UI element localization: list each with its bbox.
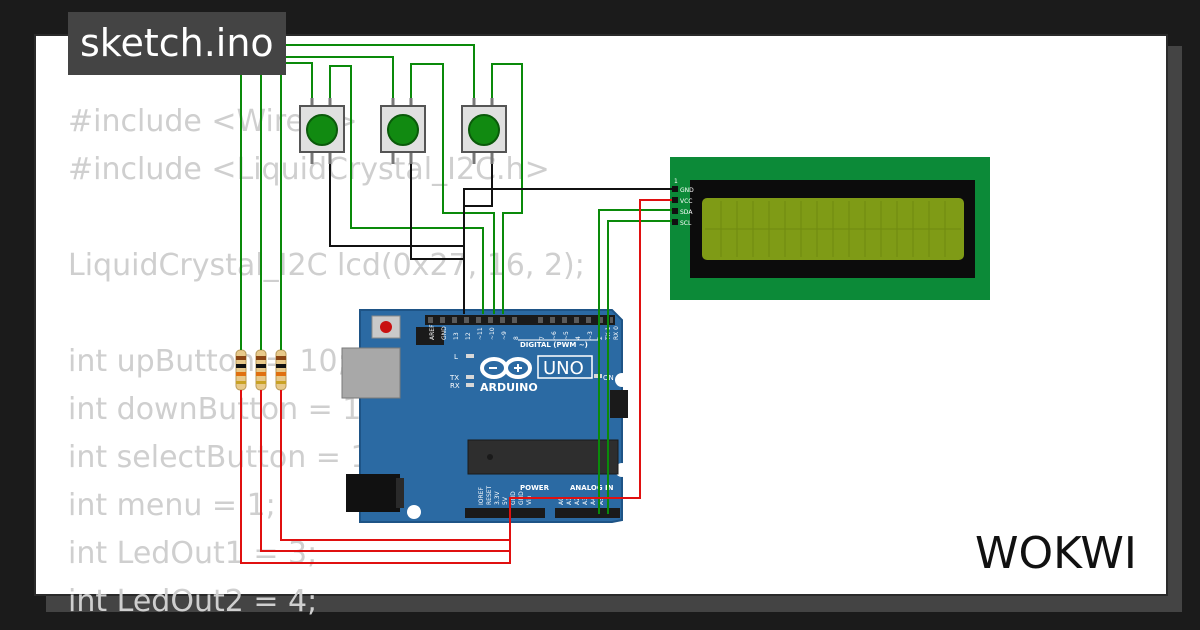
- svg-text:~11: ~11: [477, 327, 484, 340]
- svg-text:3.3V: 3.3V: [494, 490, 501, 505]
- svg-text:A0: A0: [558, 497, 565, 505]
- arduino-brand-label: ARDUINO: [480, 381, 538, 394]
- analog-label: ANALOG IN: [570, 484, 614, 492]
- push-button-select[interactable]: [461, 98, 507, 164]
- power-header: [465, 508, 545, 518]
- svg-text:GND: GND: [441, 326, 448, 340]
- svg-text:A4: A4: [590, 497, 597, 505]
- code-line: int menu = 1;: [68, 488, 276, 523]
- lcd-display[interactable]: 1 GND VCC SDA SCL: [670, 157, 990, 300]
- led-rx: [466, 383, 474, 387]
- led-tx: [466, 375, 474, 379]
- svg-text:13: 13: [453, 332, 460, 340]
- icsp-header-2: [610, 390, 628, 418]
- svg-text:7: 7: [539, 336, 546, 340]
- uno-label-box: [537, 355, 593, 379]
- lcd-pin1-label: 1: [674, 178, 678, 185]
- wokwi-logo: WOKWI: [975, 528, 1137, 579]
- reset-button-cap: [380, 321, 392, 333]
- arduino-uno-board[interactable]: DIGITAL (PWM ~) UNO ARDUINO L TX RX ON P…: [341, 309, 629, 523]
- led-l: [466, 354, 474, 358]
- svg-text:2: 2: [597, 336, 604, 340]
- digital-header-holes: [428, 317, 613, 323]
- digital-label: DIGITAL (PWM ~): [520, 341, 588, 349]
- black-wires: [329, 164, 672, 314]
- svg-text:A3: A3: [582, 497, 589, 505]
- lcd-char-grid: [705, 201, 961, 257]
- svg-text:IOREF: IOREF: [478, 487, 485, 505]
- push-button-up[interactable]: [299, 98, 345, 164]
- svg-text:Vin: Vin: [526, 495, 533, 505]
- icsp-header: [416, 327, 444, 345]
- led-l-label: L: [454, 353, 458, 361]
- svg-text:~6: ~6: [551, 331, 558, 340]
- svg-text:8: 8: [513, 336, 520, 340]
- svg-text:WOKWI: WOKWI: [975, 528, 1137, 579]
- red-wires: [240, 199, 672, 564]
- code-line: int LedOut2 = 4;: [68, 584, 318, 619]
- svg-text:~10: ~10: [489, 327, 496, 340]
- green-wires: [240, 44, 672, 514]
- led-tx-label: TX: [449, 374, 459, 382]
- code-line: #include <LiquidCrystal_I2C.h>: [68, 152, 550, 187]
- svg-text:5V: 5V: [502, 496, 509, 505]
- resistor-3[interactable]: [275, 349, 287, 391]
- dc-jack: [346, 474, 400, 512]
- svg-text:4: 4: [575, 336, 582, 340]
- code-line: int LedOut1 = 3;: [68, 536, 318, 571]
- digital-header: [425, 315, 615, 325]
- svg-text:RESET: RESET: [486, 485, 493, 505]
- push-button-down[interactable]: [380, 98, 426, 164]
- svg-text:A1: A1: [566, 497, 573, 505]
- lcd-pin-vcc: VCC: [680, 198, 692, 205]
- code-line: int selectButton = 12;: [68, 440, 399, 475]
- svg-text:RX 0: RX 0: [613, 326, 620, 340]
- svg-text:A5: A5: [598, 497, 605, 505]
- uno-label: UNO: [543, 358, 584, 379]
- lcd-pin-gnd: GND: [680, 187, 694, 194]
- led-rx-label: RX: [450, 382, 460, 390]
- mount-hole: [407, 505, 421, 519]
- lcd-pin-sda: SDA: [680, 209, 693, 216]
- code-line: LiquidCrystal_I2C lcd(0x27, 16, 2);: [68, 248, 585, 283]
- analog-header: [555, 508, 620, 518]
- svg-text:~9: ~9: [501, 331, 508, 340]
- lcd-pin-header: [672, 186, 678, 225]
- svg-text:AREF: AREF: [429, 324, 436, 340]
- lcd-pin-scl: SCL: [680, 220, 692, 227]
- resistor-2[interactable]: [255, 349, 267, 391]
- power-label: POWER: [520, 484, 550, 492]
- dc-jack-barrel: [396, 478, 404, 508]
- svg-text:A2: A2: [574, 497, 581, 505]
- usb-port: [341, 347, 401, 399]
- svg-text:12: 12: [465, 332, 472, 340]
- resistor-1[interactable]: [235, 349, 247, 391]
- chip-notch: [487, 454, 493, 460]
- svg-text:~3: ~3: [587, 331, 594, 340]
- svg-text:~5: ~5: [563, 331, 570, 340]
- mount-hole: [615, 373, 629, 387]
- sketch-title[interactable]: sketch.ino: [68, 12, 286, 75]
- arduino-infinity-logo: [480, 357, 532, 379]
- code-line: int downButton = 11;: [68, 392, 391, 427]
